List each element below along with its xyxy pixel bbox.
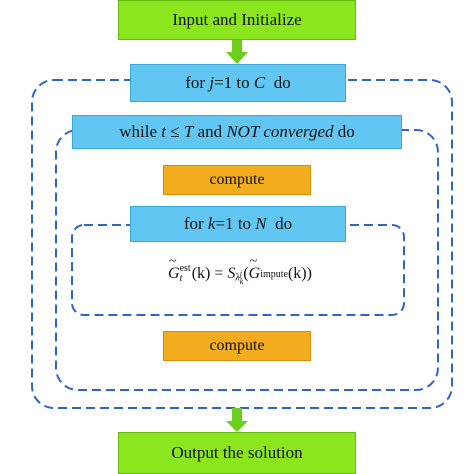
compute-box-1: compute	[163, 165, 311, 195]
for-k-box: for k=1 to N do	[130, 206, 346, 242]
compute-label-1: compute	[209, 171, 265, 188]
output-solution-box: Output the solution	[118, 432, 356, 474]
compute-label-2: compute	[209, 337, 265, 354]
arrow-loop-to-output	[226, 408, 248, 432]
output-solution-label: Output the solution	[171, 443, 303, 462]
compute-box-2: compute	[163, 331, 311, 361]
input-initialize-box: Input and Initialize	[118, 0, 356, 40]
for-j-box: for j=1 to C do	[130, 64, 346, 102]
while-t-label: while t ≤ T and NOT converged do	[119, 122, 355, 141]
arrow-input-to-loop	[226, 40, 248, 64]
for-j-label: for j=1 to C do	[185, 73, 291, 92]
input-initialize-label: Input and Initialize	[172, 10, 302, 29]
while-t-box: while t ≤ T and NOT converged do	[72, 115, 402, 149]
for-k-label: for k=1 to N do	[183, 214, 293, 233]
